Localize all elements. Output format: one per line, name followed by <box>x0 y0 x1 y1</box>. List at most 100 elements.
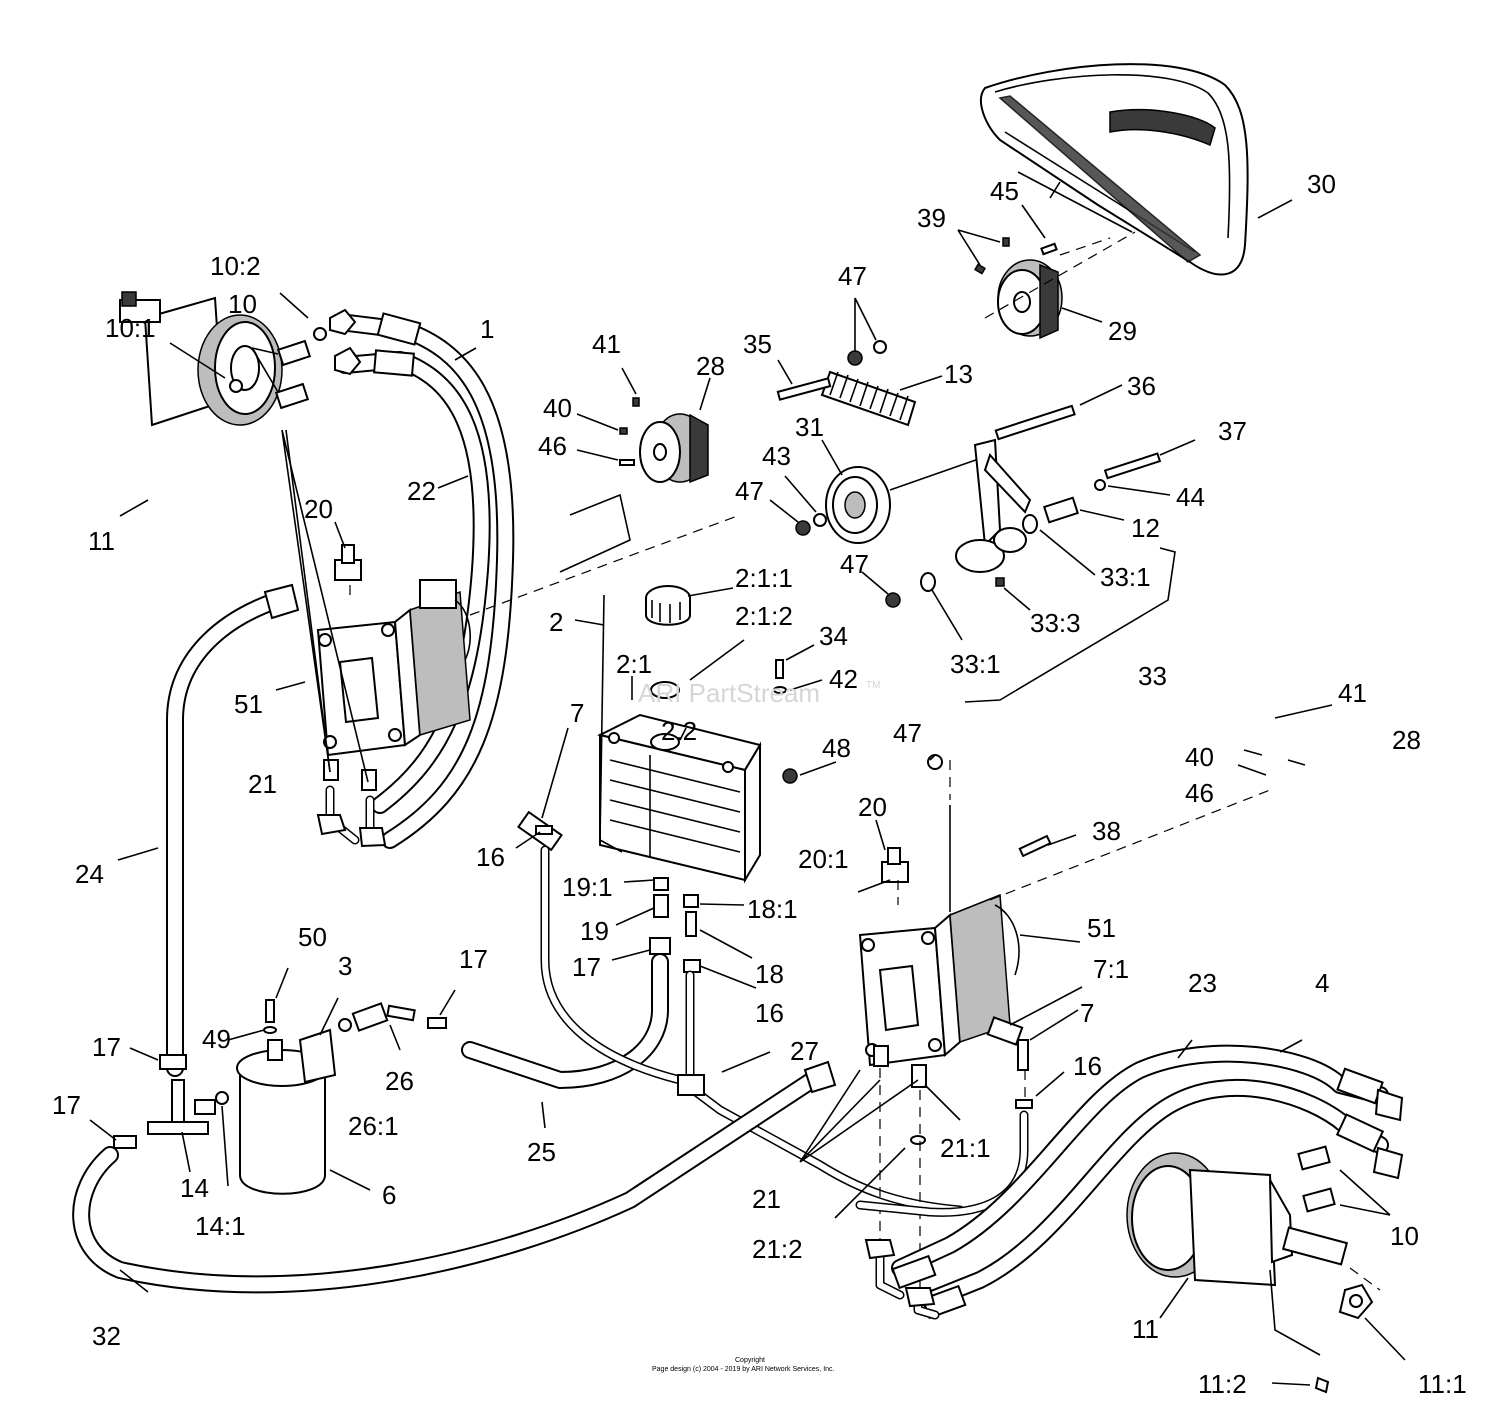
callout-27: 27 <box>790 1036 819 1066</box>
callout-20: 20 <box>858 792 887 822</box>
callout-40: 40 <box>543 393 572 423</box>
washer-49 <box>263 1026 277 1034</box>
pulley-29 <box>997 259 1063 340</box>
callout-20-1: 20:1 <box>798 844 849 874</box>
callout-11-1: 11:1 <box>1418 1369 1467 1399</box>
callout-48: 48 <box>822 733 851 763</box>
callout-18: 18 <box>755 959 784 989</box>
callout-46: 46 <box>538 431 567 461</box>
fittings-21-right <box>873 1045 927 1145</box>
callout-41: 41 <box>592 329 621 359</box>
tee-14 <box>147 1079 229 1135</box>
fittings-21-left <box>323 759 377 791</box>
callout-47: 47 <box>893 718 922 748</box>
callout-26-1: 26:1 <box>348 1111 399 1141</box>
callout-21-1: 21:1 <box>940 1133 991 1163</box>
hydraulic-pump-right <box>858 805 1020 1067</box>
hoses-4-23 <box>891 1044 1404 1320</box>
callout-51: 51 <box>234 689 263 719</box>
callout-18-1: 18:1 <box>747 894 798 924</box>
fitting-26 <box>338 1002 416 1032</box>
callout-47: 47 <box>838 261 867 291</box>
callout-28: 28 <box>1392 725 1421 755</box>
clamp-17-lower-left <box>113 1135 137 1149</box>
callout-31: 31 <box>795 412 824 442</box>
callout-10-2: 10:2 <box>210 251 261 281</box>
callout-21: 21 <box>248 769 277 799</box>
callout-21-2: 21:2 <box>752 1234 803 1264</box>
short-tubes-left <box>316 785 387 848</box>
bolt-35 <box>776 377 832 401</box>
callout-37: 37 <box>1218 416 1247 446</box>
callout-38: 38 <box>1092 816 1121 846</box>
hydraulic-pump-left <box>316 579 471 757</box>
footer-page-design: Page design (c) 2004 - 2019 by ARI Netwo… <box>652 1366 835 1373</box>
return-hose-32 <box>72 1060 837 1294</box>
washer-42 <box>773 686 787 694</box>
callout-labels: 10:2 10:1 10 1 11 22 20 51 21 24 41 40 4… <box>52 169 1467 1399</box>
callout-7-1: 7:1 <box>1093 954 1129 984</box>
callout-20: 20 <box>304 494 333 524</box>
callout-22: 22 <box>407 476 436 506</box>
short-tubes-right <box>864 1239 940 1320</box>
callout-16: 16 <box>755 998 784 1028</box>
callout-17: 17 <box>572 952 601 982</box>
nut-11-1 <box>1338 1283 1374 1320</box>
callout-12: 12 <box>1131 513 1160 543</box>
gasket-2-1-2 <box>650 681 680 699</box>
callout-24: 24 <box>75 859 104 889</box>
callout-26: 26 <box>385 1066 414 1096</box>
callout-29: 29 <box>1108 316 1137 346</box>
washer-43 <box>813 513 827 527</box>
hoses-1-22 <box>329 308 515 849</box>
clamp-16-left <box>535 825 553 835</box>
washer-44 <box>1094 479 1106 491</box>
idler-pulley-31 <box>825 466 891 544</box>
callout-50: 50 <box>298 922 327 952</box>
callout-11-2: 11:2 <box>1198 1369 1247 1399</box>
callout-11: 11 <box>88 526 115 556</box>
key-46-upper <box>619 459 635 466</box>
clamp-16-right <box>1015 1099 1033 1109</box>
callout-49: 49 <box>202 1024 231 1054</box>
callout-47: 47 <box>840 549 869 579</box>
tee-27 <box>677 1074 705 1096</box>
callout-47: 47 <box>735 476 764 506</box>
bushing-33-1-right <box>1022 514 1038 534</box>
watermark-trademark: TM <box>866 680 880 691</box>
callout-13: 13 <box>944 359 973 389</box>
callout-17: 17 <box>92 1032 121 1062</box>
wheel-motor-left <box>119 291 283 427</box>
callout-2-2: 2.2 <box>661 716 697 746</box>
bolt-38 <box>1018 834 1052 858</box>
elbow-fitting-20-right <box>881 847 909 883</box>
clamp-17-mid <box>427 1017 447 1029</box>
key-11-2 <box>1314 1376 1330 1394</box>
callout-17: 17 <box>52 1090 81 1120</box>
filler-cap-2-1-1 <box>645 585 691 626</box>
idler-arm-33 <box>955 438 1032 587</box>
callout-42: 42 <box>829 664 858 694</box>
callout-14-1: 14:1 <box>195 1211 246 1241</box>
nut-47-right <box>927 754 943 770</box>
callout-44: 44 <box>1176 482 1205 512</box>
callout-7: 7 <box>1080 998 1094 1028</box>
fittings-10-left <box>229 327 327 410</box>
nuts-47-upper <box>847 340 887 366</box>
hose-24 <box>166 583 300 1077</box>
callout-33-1: 33:1 <box>950 649 1001 679</box>
callout-43: 43 <box>762 441 791 471</box>
fittings-10-right <box>1297 1145 1336 1213</box>
callout-28: 28 <box>696 351 725 381</box>
callout-40: 40 <box>1185 742 1214 772</box>
set-screw-40-upper <box>619 427 628 435</box>
pulley-28-upper <box>639 413 709 484</box>
callout-51: 51 <box>1087 913 1116 943</box>
leader-lines <box>89 199 1406 1386</box>
elbow-fitting-20-left <box>334 544 362 581</box>
callout-16: 16 <box>476 842 505 872</box>
callout-21: 21 <box>752 1184 781 1214</box>
callout-17: 17 <box>459 944 488 974</box>
callout-3: 3 <box>338 951 352 981</box>
